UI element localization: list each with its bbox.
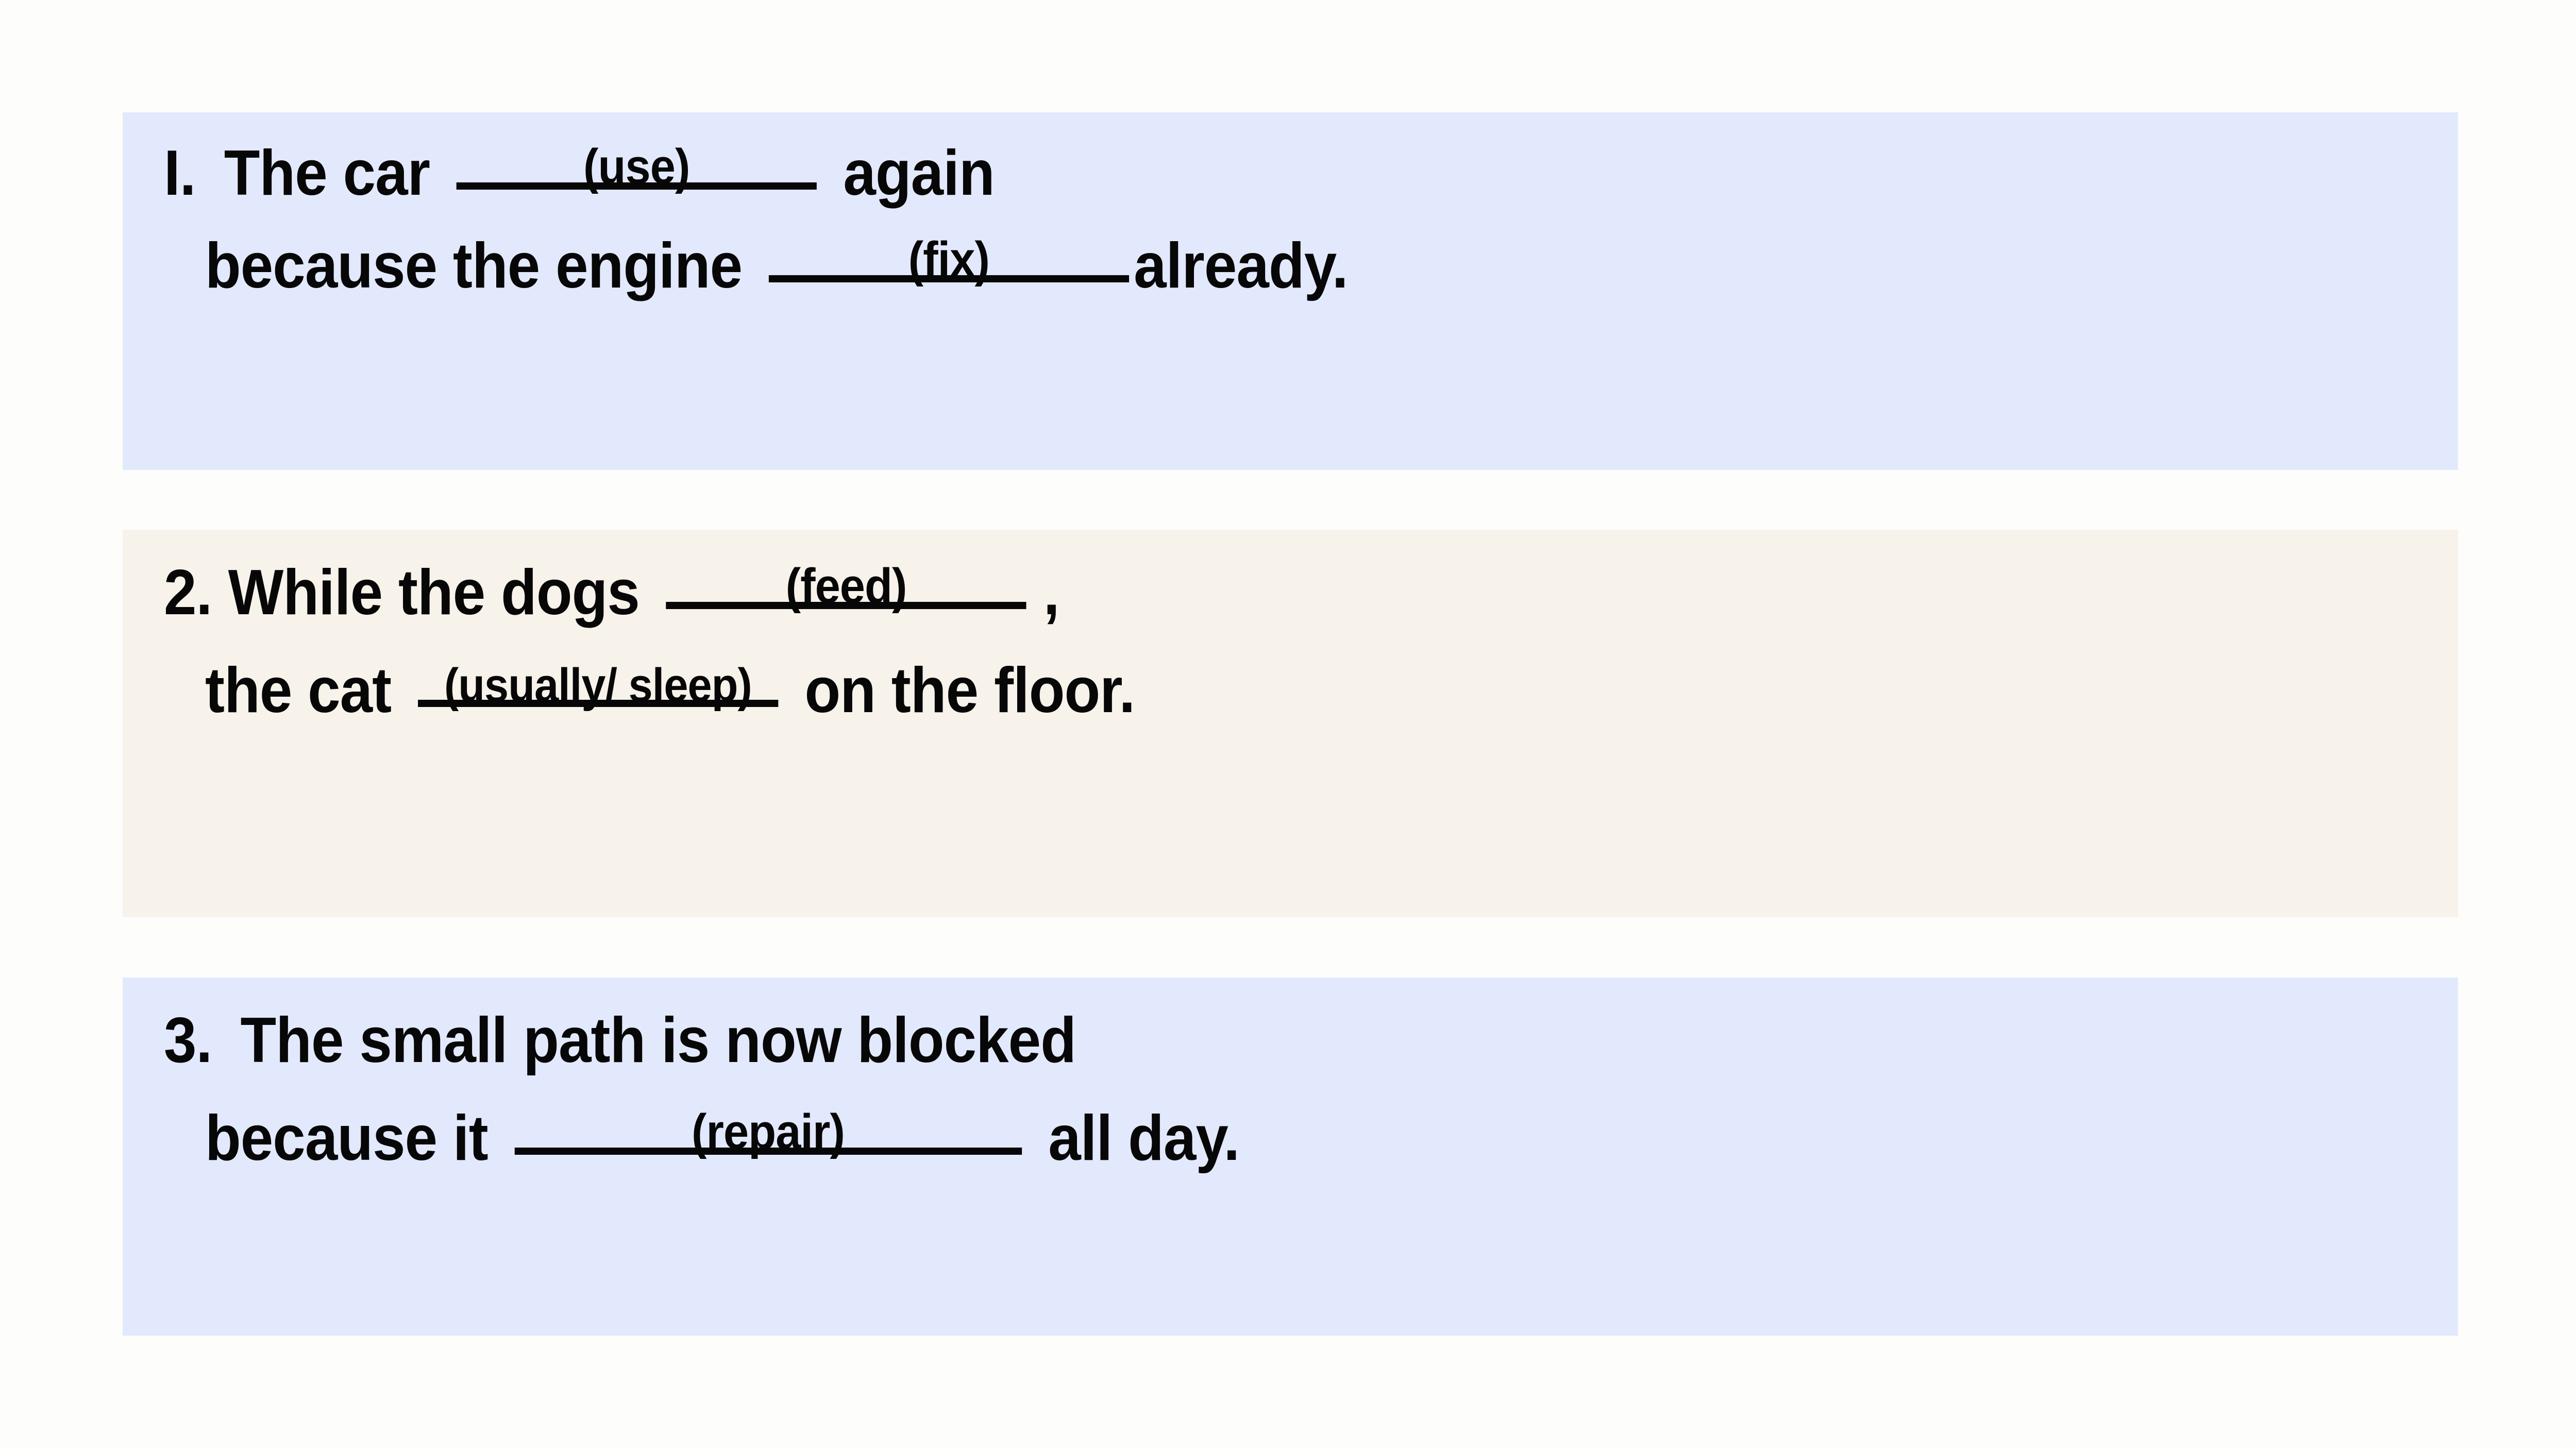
question-3-line-2-text-after: all day. [1048, 1103, 1240, 1174]
question-3-line-2: because it (repair) all day. [205, 1103, 1240, 1174]
question-2-number: 2. [164, 557, 212, 628]
question-2-line-2: the cat (usually/ sleep) on the floor. [205, 659, 1135, 722]
question-3-line-1: 3. The small path is now blocked [164, 1008, 1076, 1072]
question-1-line-2: because the engine (fix) already. [205, 234, 1348, 298]
answer-blank-1b[interactable]: (fix) [768, 234, 1129, 298]
question-1-line-2-text-before: because the engine [205, 230, 743, 301]
question-2-line-2-text-after: on the floor. [804, 655, 1135, 726]
question-2-line-2-text-before: the cat [205, 655, 392, 726]
question-1-line-1-text-after: again [843, 138, 995, 209]
blank-rule [456, 182, 817, 190]
question-2-line-1-text-before: While the dogs [228, 557, 640, 628]
question-1-number: I. [164, 138, 196, 209]
question-2-line-1: 2. While the dogs (feed) , [164, 561, 1059, 625]
answer-blank-2b[interactable]: (usually/ sleep) [417, 659, 778, 722]
blank-rule [514, 1148, 1022, 1155]
question-block-3: 3. The small path is now blocked because… [123, 978, 2458, 1336]
answer-blank-3a[interactable]: (repair) [514, 1106, 1022, 1170]
answer-blank-2a[interactable]: (feed) [666, 561, 1026, 625]
question-block-1: I. The car (use) again because the engin… [123, 112, 2458, 470]
question-3-line-1-text-before: The small path is now blocked [240, 1005, 1076, 1076]
blank-rule [417, 700, 778, 707]
answer-blank-1a[interactable]: (use) [456, 141, 817, 205]
blank-rule [768, 275, 1129, 282]
blank-rule [666, 602, 1026, 609]
question-3-line-2-text-before: because it [205, 1103, 489, 1174]
question-1-line-1-text-before: The car [224, 138, 430, 209]
question-2-line-1-text-after: , [1043, 557, 1060, 628]
question-1-line-2-text-after: already. [1134, 230, 1348, 301]
question-3-number: 3. [164, 1005, 212, 1076]
question-block-2: 2. While the dogs (feed) , the cat (usua… [123, 530, 2458, 917]
question-1-line-1: I. The car (use) again [164, 141, 995, 205]
